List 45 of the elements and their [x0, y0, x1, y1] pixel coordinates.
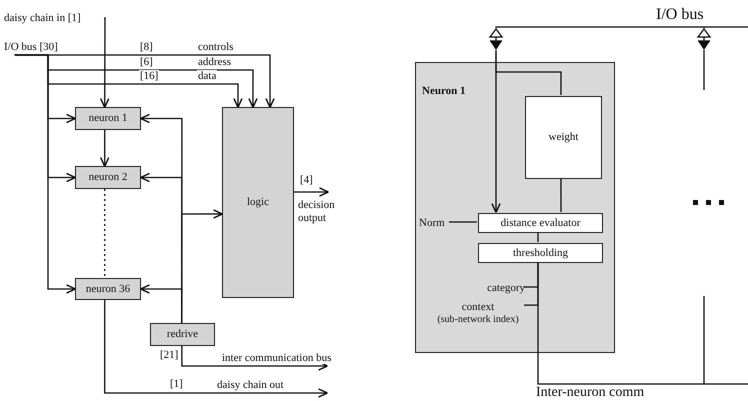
- connector-line: [449, 221, 477, 223]
- evaluator-box: distance evaluator: [478, 213, 603, 233]
- connector-line: [703, 52, 705, 90]
- signal-label: I/O bus [30]: [4, 40, 76, 54]
- connector-line: [537, 232, 539, 242]
- buffer-symbol: [696, 28, 712, 52]
- redrive-box: redrive: [150, 323, 215, 346]
- neuron-box: neuron 36: [75, 278, 141, 300]
- connector-line: [495, 52, 562, 95]
- edge-label: inter communication bus: [221, 352, 332, 364]
- connector-line: [537, 262, 748, 385]
- bit-width-label: [8]: [139, 41, 154, 54]
- connector-line: [560, 178, 562, 212]
- arrow: [14, 53, 76, 294]
- bit-width-label: [16]: [139, 70, 160, 82]
- heading-text: Neuron 1: [422, 85, 466, 98]
- buffer-symbol: [488, 28, 504, 52]
- neuron-box: neuron 1: [75, 107, 141, 130]
- signal-label: context (sub-network index): [431, 298, 525, 328]
- logic-block: logic: [222, 107, 294, 298]
- arrow: [181, 346, 328, 371]
- arrow: [100, 17, 110, 108]
- signal-label: daisy chain in [1]: [4, 11, 104, 25]
- connector-line: [495, 26, 705, 28]
- arrow: [294, 187, 330, 197]
- arrow: [104, 300, 328, 398]
- connector-line: [104, 189, 106, 278]
- weight-box: weight: [525, 96, 602, 179]
- connector-line: [703, 26, 748, 28]
- bit-width-label: [6]: [139, 56, 154, 68]
- signal-label: category: [441, 280, 525, 296]
- edge-label: address: [197, 56, 232, 68]
- arrow: [100, 130, 110, 168]
- edge-label: controls: [197, 41, 234, 54]
- neuron-box: neuron 2: [75, 166, 141, 189]
- threshold-box: thresholding: [478, 243, 603, 263]
- signal-label: decision output: [298, 192, 338, 226]
- neuron-block: [415, 62, 615, 353]
- arrow: [181, 209, 224, 323]
- edge-label: daisy chain out: [216, 379, 285, 392]
- bit-width-label: [1]: [169, 378, 184, 390]
- bit-width-label: [21]: [159, 349, 180, 362]
- edge-label: [4]: [299, 174, 314, 186]
- edge-label: data: [197, 70, 218, 82]
- signal-label: Norm: [419, 215, 450, 231]
